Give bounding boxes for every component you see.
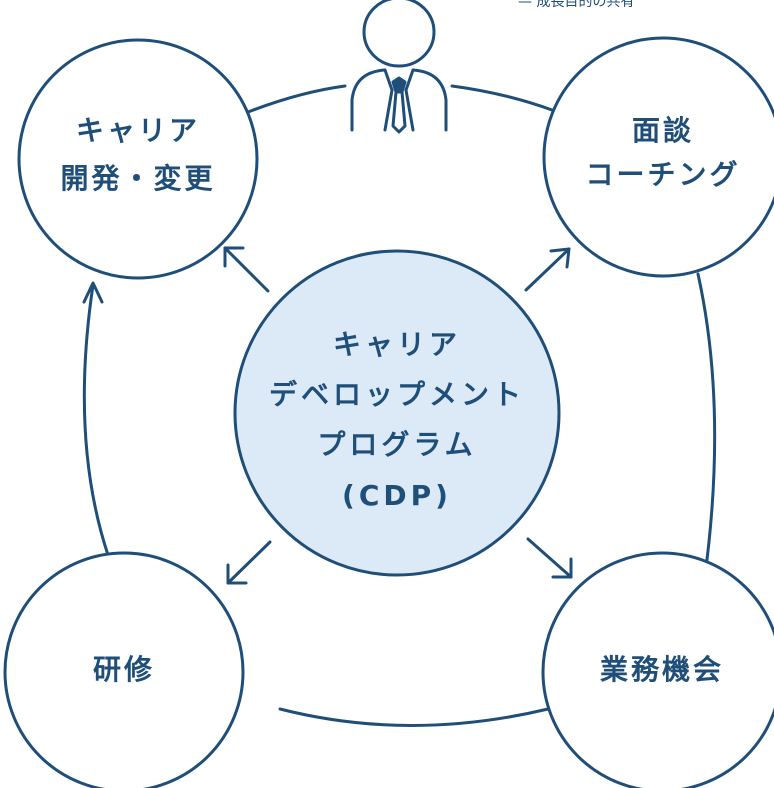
- spoke-to-bottom-left: [226, 540, 272, 585]
- node-top-right-line1: 面談: [632, 114, 694, 147]
- spoke-arrowhead-top-left: [223, 246, 245, 268]
- node-circle-bottom-left: [3, 551, 245, 788]
- spoke-arrowhead-bottom-left: [226, 563, 248, 585]
- caption-label: — 成長目的の共有: [518, 0, 634, 10]
- node-circle-top-right: [542, 36, 774, 278]
- spoke-to-top-right: [524, 247, 571, 292]
- node-circle-center: [233, 249, 561, 577]
- node-circle-top-left: [17, 38, 259, 280]
- ring-arc-right: [696, 272, 717, 585]
- spoke-arrowhead-top-right: [549, 247, 571, 269]
- node-bottom-right-line1: 業務機会: [600, 653, 724, 686]
- arrowhead-left-up: [82, 281, 104, 304]
- node-bottom-left-line1: 研修: [93, 653, 155, 686]
- spoke-arrowhead-bottom-right: [551, 557, 573, 579]
- person-suit-icon: [350, 0, 448, 134]
- node-center-line2: デベロップメント: [269, 378, 525, 411]
- ring-arc-bottom: [278, 707, 550, 727]
- node-top-left-line1: キャリア: [76, 114, 200, 147]
- node-top-left-line2: 開発・変更: [60, 162, 215, 195]
- ring-arc-left: [82, 283, 110, 557]
- node-center-line1: キャリア: [333, 328, 461, 361]
- spoke-to-top-left: [223, 246, 270, 293]
- spoke-to-bottom-right: [526, 537, 573, 579]
- node-top-right-line2: コーチング: [585, 158, 740, 191]
- ring-arc-top-left: [246, 84, 347, 114]
- node-center-line3: プログラム: [317, 428, 476, 461]
- node-circle-bottom-right: [541, 551, 774, 788]
- ring-arc-top-right: [450, 84, 554, 112]
- node-center-line4: (CDP): [342, 479, 452, 512]
